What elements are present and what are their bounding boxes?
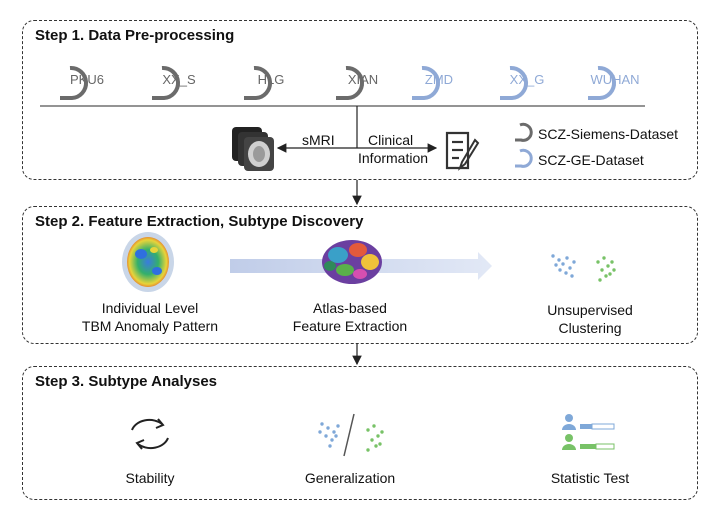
cluster-dot (564, 271, 568, 275)
clustering-label-2: Clustering (558, 320, 622, 336)
cluster-dot (324, 434, 328, 438)
smri-label: sMRI (302, 132, 335, 148)
tbm-brain-icon (122, 232, 174, 292)
generalization-label: Generalization (304, 470, 396, 486)
atlas-brain-icon (322, 240, 382, 284)
cluster-dot (366, 448, 370, 452)
generalization-green-dots (366, 424, 384, 452)
cluster-dot (376, 434, 380, 438)
cluster-dot (320, 422, 324, 426)
cluster-dot (366, 428, 370, 432)
cluster-dot (336, 424, 340, 428)
generalization-blue-dots (318, 422, 340, 448)
cluster-dot (326, 426, 330, 430)
cluster-dot (328, 444, 332, 448)
cluster-dot (600, 268, 604, 272)
cluster-dot (332, 430, 336, 434)
legend-siemens-label: SCZ-Siemens-Dataset (538, 126, 679, 142)
cluster-dot (596, 260, 600, 264)
cluster-dot (561, 262, 565, 266)
swirl-icon (588, 65, 617, 100)
cluster-dot (598, 278, 602, 282)
swirl-icon (60, 65, 89, 100)
statistic-test-icon (562, 414, 615, 450)
step1-panel: Step 1. Data Pre-processing (22, 20, 698, 180)
cluster-dot (565, 256, 569, 260)
swirl-icon (244, 65, 273, 100)
clinical-label-2: Information (358, 150, 429, 166)
swirl-icon (500, 65, 529, 100)
statistic-test-label: Statistic Test (550, 470, 630, 486)
generalization-divider (343, 413, 355, 457)
cluster-dot (551, 254, 555, 258)
clinical-document-icon (445, 131, 480, 171)
cluster-dot (554, 263, 558, 267)
cluster-dot (318, 430, 322, 434)
tbm-label-1: Individual Level (101, 300, 199, 316)
cluster-dot (378, 442, 382, 446)
legend-ge-label: SCZ-GE-Dataset (538, 152, 644, 168)
cluster-dot (602, 256, 606, 260)
swirl-icon (412, 65, 441, 100)
cluster-dot (604, 274, 608, 278)
mri-stack-icon (232, 127, 274, 171)
step3-panel: Step 3. Subtype Analyses (22, 366, 698, 500)
cluster-dot (380, 430, 384, 434)
cluster-dot (557, 258, 561, 262)
stability-label: Stability (125, 470, 175, 486)
cluster-green-dots (596, 256, 616, 282)
cluster-dot (608, 272, 612, 276)
atlas-label-2: Feature Extraction (292, 318, 408, 334)
cluster-dot (370, 438, 374, 442)
cluster-dot (612, 268, 616, 272)
step3-title: Step 3. Subtype Analyses (35, 373, 218, 390)
siemens-legend-icon (515, 122, 533, 142)
cluster-dot (558, 268, 562, 272)
ge-site-icons (412, 65, 617, 100)
swirl-icon (336, 65, 365, 100)
cluster-dot (372, 424, 376, 428)
cluster-dot (606, 264, 610, 268)
cluster-dot (568, 266, 572, 270)
cluster-dot (570, 274, 574, 278)
clustering-label-1: Unsupervised (547, 302, 633, 318)
cluster-dot (610, 260, 614, 264)
cluster-dot (572, 260, 576, 264)
cluster-blue-dots (551, 254, 576, 278)
step2-title: Step 2. Feature Extraction, Subtype Disc… (35, 213, 364, 230)
cluster-dot (334, 434, 338, 438)
ge-legend-icon (515, 148, 533, 168)
clinical-label-1: Clinical (368, 132, 414, 148)
swirl-icon (152, 65, 181, 100)
step1-title: Step 1. Data Pre-processing (35, 27, 235, 44)
stability-cycle-icon (131, 418, 169, 450)
siemens-site-icons (60, 65, 365, 100)
atlas-label-1: Atlas-based (313, 300, 387, 316)
cluster-dot (330, 438, 334, 442)
tbm-label-2: TBM Anomaly Pattern (81, 318, 219, 334)
cluster-dot (374, 444, 378, 448)
step2-panel: Step 2. Feature Extraction, Subtype Disc… (22, 206, 698, 344)
